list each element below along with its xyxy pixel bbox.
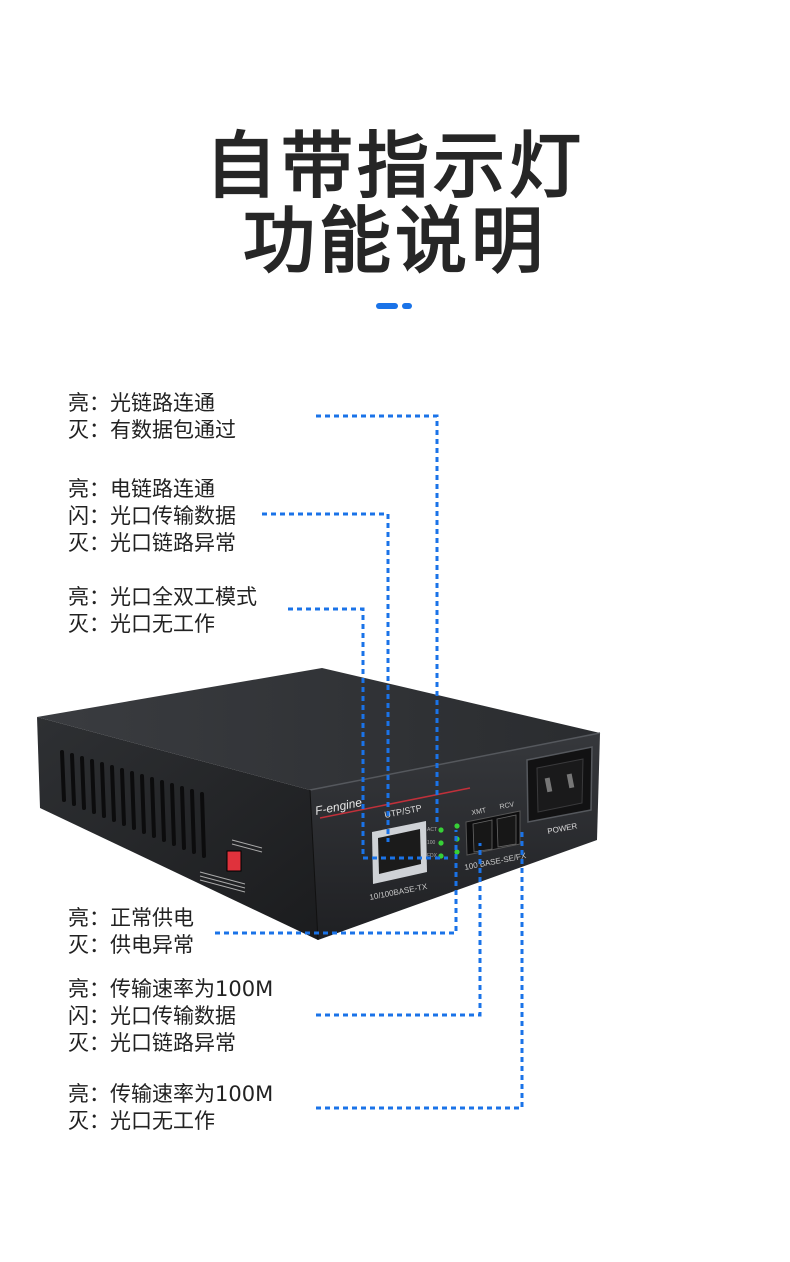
connector-lines xyxy=(215,414,524,1110)
annotation-line: 灭：供电异常 xyxy=(68,933,194,957)
svg-text:XMT: XMT xyxy=(471,807,488,817)
title-accent-bar xyxy=(376,303,412,309)
annotation-line: 灭：光口无工作 xyxy=(68,1109,215,1133)
led-rcv xyxy=(454,849,460,855)
annotation-line: 亮：光链路连通 xyxy=(68,391,215,415)
connector-full-duplex xyxy=(288,607,448,860)
annotation-line: 闪：光口传输数据 xyxy=(68,504,236,528)
connector-electric-link xyxy=(262,512,390,842)
led-100 xyxy=(438,840,444,846)
connector-fiber-link xyxy=(316,414,439,825)
page-title-line2: 功能说明 xyxy=(242,199,547,283)
annotation-line: 灭：光口无工作 xyxy=(68,612,215,636)
side-vent-slots xyxy=(60,750,206,858)
annotation-line: 灭：有数据包通过 xyxy=(68,418,236,442)
annotation-electric-link: 亮：电链路连通 闪：光口传输数据 灭：光口链路异常 xyxy=(68,476,236,557)
annotation-line: 灭：光口链路异常 xyxy=(68,1031,236,1055)
led-pwr xyxy=(454,823,460,829)
annotation-power: 亮：正常供电 灭：供电异常 xyxy=(68,905,194,959)
dip-switch xyxy=(199,839,263,893)
annotation-line: 亮：电链路连通 xyxy=(68,477,215,501)
svg-text:RCV: RCV xyxy=(499,801,515,811)
annotation-speed-rcv: 亮：传输速率为100M 灭：光口无工作 xyxy=(68,1081,273,1135)
device-side xyxy=(37,717,318,940)
annotation-line: 闪：光口传输数据 xyxy=(68,1004,236,1028)
power-socket: POWER xyxy=(526,746,593,836)
connector-power xyxy=(215,830,458,935)
svg-text:ACT: ACT xyxy=(427,827,437,833)
annotation-line: 亮：正常供电 xyxy=(68,906,194,930)
annotation-fiber-link: 亮：光链路连通 灭：有数据包通过 xyxy=(68,390,236,444)
annotation-line: 灭：光口链路异常 xyxy=(68,531,236,555)
annotation-line: 亮：传输速率为100M xyxy=(68,1082,274,1106)
device-top xyxy=(37,668,600,790)
connector-speed-xmt xyxy=(316,843,482,1017)
svg-text:FDX: FDX xyxy=(427,853,438,859)
annotation-line: 亮：传输速率为100M xyxy=(68,977,274,1001)
page-title-line1: 自带指示灯 xyxy=(204,124,585,208)
annotation-full-duplex: 亮：光口全双工模式 灭：光口无工作 xyxy=(68,584,257,638)
annotation-line: 亮：光口全双工模式 xyxy=(68,585,257,609)
svg-text:100: 100 xyxy=(427,840,436,846)
led-act xyxy=(438,827,444,833)
annotation-speed-xmt: 亮：传输速率为100M 闪：光口传输数据 灭：光口链路异常 xyxy=(68,976,273,1057)
